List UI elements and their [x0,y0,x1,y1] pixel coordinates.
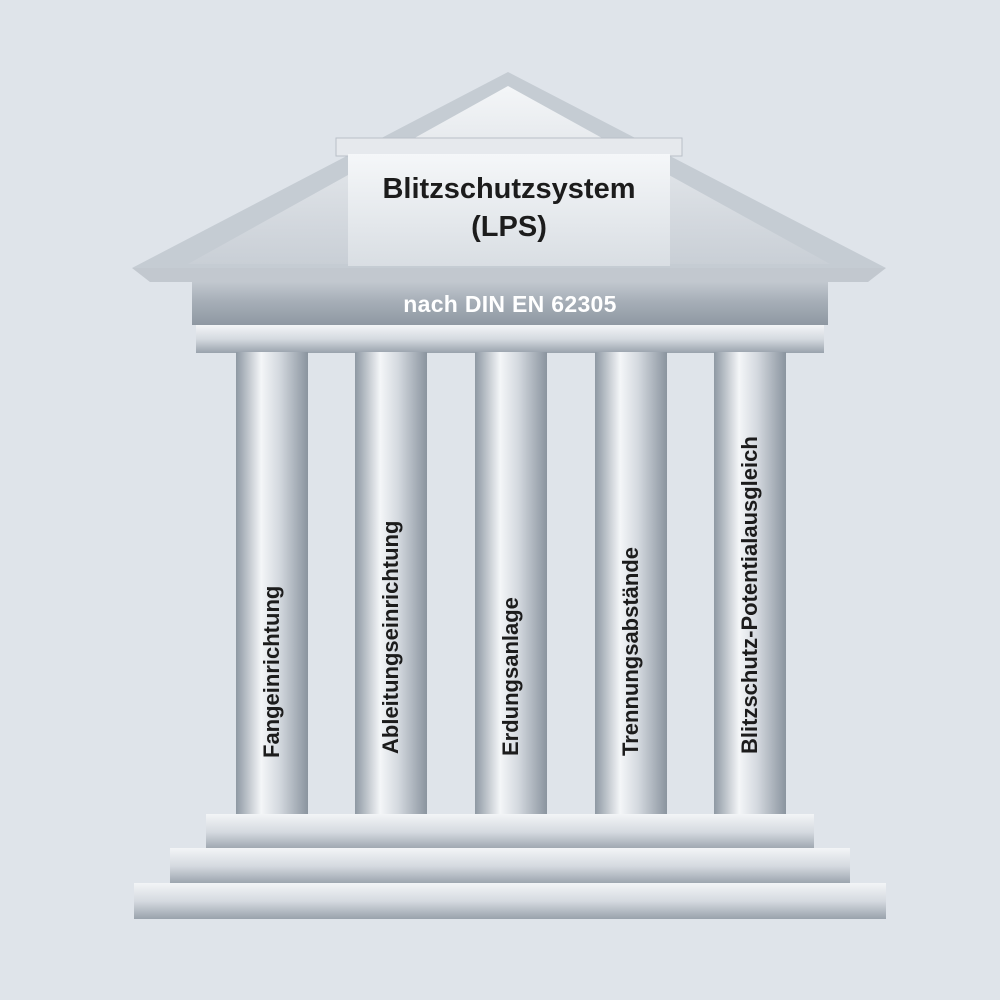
cornice [132,268,886,282]
column-4 [595,352,667,815]
title-line-1: Blitzschutzsystem [382,173,636,205]
column-3 [475,352,547,815]
pillar-label-text: Erdungsanlage [498,597,523,756]
pillar-label-text: Trennungsabstände [618,546,643,756]
system-title: Blitzschutzsystem (LPS) [348,170,670,246]
title-plaque [348,154,670,266]
step-top [206,814,814,850]
title-plaque-cap [335,137,683,157]
pillar-label-text: Ableitungseinrichtung [378,520,403,754]
column-2 [355,352,427,815]
step-bottom [134,883,886,919]
architrave [196,325,824,353]
norm-label: nach DIN EN 62305 [403,291,617,317]
column-1 [236,352,308,815]
step-middle [170,848,850,884]
pillar-label-text: Fangeinrichtung [259,585,284,758]
column-5 [714,352,786,815]
columns [236,352,786,815]
frieze [192,281,828,325]
pillar-label-text: Blitzschutz-Potentialausgleich [737,436,762,754]
title-line-2: (LPS) [471,211,547,243]
